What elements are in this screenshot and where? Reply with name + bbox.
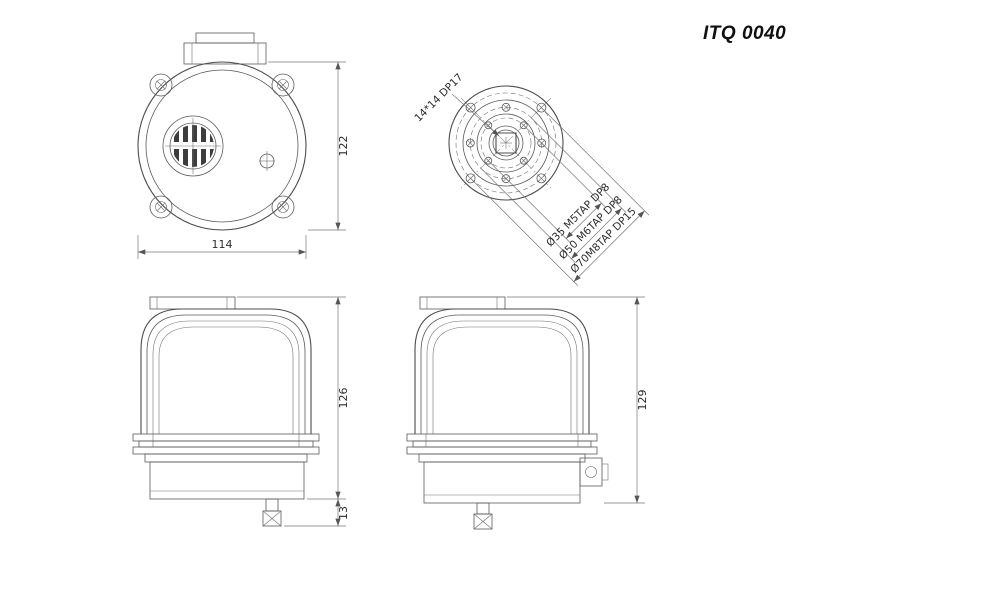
bolt-hole: [484, 121, 493, 130]
position-indicator: [162, 115, 224, 177]
bolt-hole: [536, 173, 547, 184]
dim-13-text: 13: [337, 506, 350, 520]
bolt-hole: [465, 138, 475, 148]
top-port: [259, 151, 275, 171]
base-housing: [149, 461, 305, 500]
top-view: 122 114: [137, 32, 350, 259]
bolt-hole: [519, 156, 528, 165]
dim-129-text: 129: [636, 390, 649, 411]
dimension-shaft-13: 13: [284, 499, 350, 527]
dim-122-text: 122: [337, 136, 350, 157]
square-drive: [495, 132, 517, 154]
dimension-width-114: 114: [137, 235, 307, 259]
front-view: 126 13: [132, 296, 350, 527]
dimension-height-129: 129: [507, 296, 649, 504]
mounting-lug: [149, 73, 173, 97]
dimension-height-122: 122: [268, 61, 350, 231]
side-view: 129: [406, 296, 649, 530]
dim-126-text: 126: [337, 388, 350, 409]
output-shaft: [473, 502, 493, 530]
bolt-hole: [501, 102, 511, 112]
conduit-entry-boss: [579, 457, 609, 487]
mounting-lug: [271, 73, 295, 97]
mounting-lug: [271, 195, 295, 219]
housing-outline: [137, 61, 307, 231]
mount-flange-outline: [448, 85, 564, 201]
bolt-hole: [465, 102, 476, 113]
output-shaft: [262, 498, 282, 527]
housing-dome: [140, 308, 312, 435]
conduit-box-lower: [183, 42, 267, 65]
mounting-lug: [149, 195, 173, 219]
drawing-title: ITQ 0040: [703, 23, 786, 44]
housing-dome: [414, 308, 590, 435]
dimension-height-126: 126: [237, 296, 350, 500]
dim-114-text: 114: [212, 238, 233, 251]
